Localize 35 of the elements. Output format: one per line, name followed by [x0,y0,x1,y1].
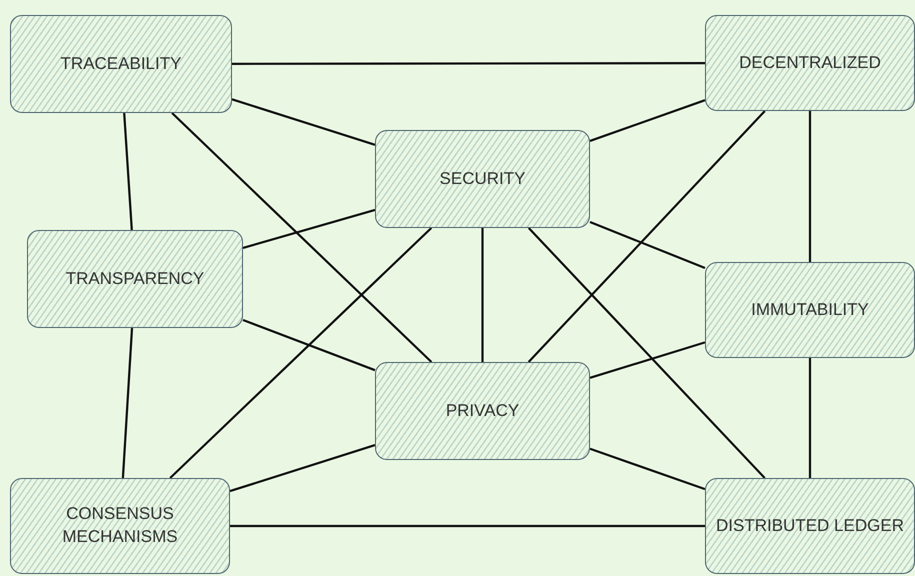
box-label: CONSENSUS MECHANISMS [61,503,179,548]
concept-box [705,478,915,574]
box-label: SECURITY [438,168,526,190]
connector-line [232,98,376,146]
connector-line [230,444,376,492]
concept-box [705,262,915,358]
concept-box [10,15,232,113]
connector-line [528,227,766,479]
connector-line [590,99,706,142]
connector-line [122,328,134,478]
connector-line [590,341,706,379]
connector-line [481,228,484,362]
box-label: TRACEABILITY [60,52,182,75]
box-label: IMMUTABILITY [750,298,870,321]
connector-line [230,524,705,528]
concept-box [375,130,590,228]
concept-box [10,478,230,574]
connector-line [590,448,706,490]
box-label: PRIVACY [444,400,520,422]
concept-box [375,362,590,460]
box-label: DECENTRALIZED [738,52,882,74]
connector-line [808,358,812,478]
connector-line [808,111,812,262]
concept-box [705,15,915,111]
connector-line [242,319,376,372]
box-label: DISTRIBUTED LEDGER [715,514,905,537]
connector-line [123,112,133,230]
connector-line [528,110,766,363]
connector-line [169,227,432,479]
concept-box [27,230,243,328]
box-label: TRANSPARENCY [64,268,206,290]
connector-line [242,208,376,249]
connector-line [590,220,706,270]
connector-line [171,112,432,363]
connector-line [232,62,705,65]
